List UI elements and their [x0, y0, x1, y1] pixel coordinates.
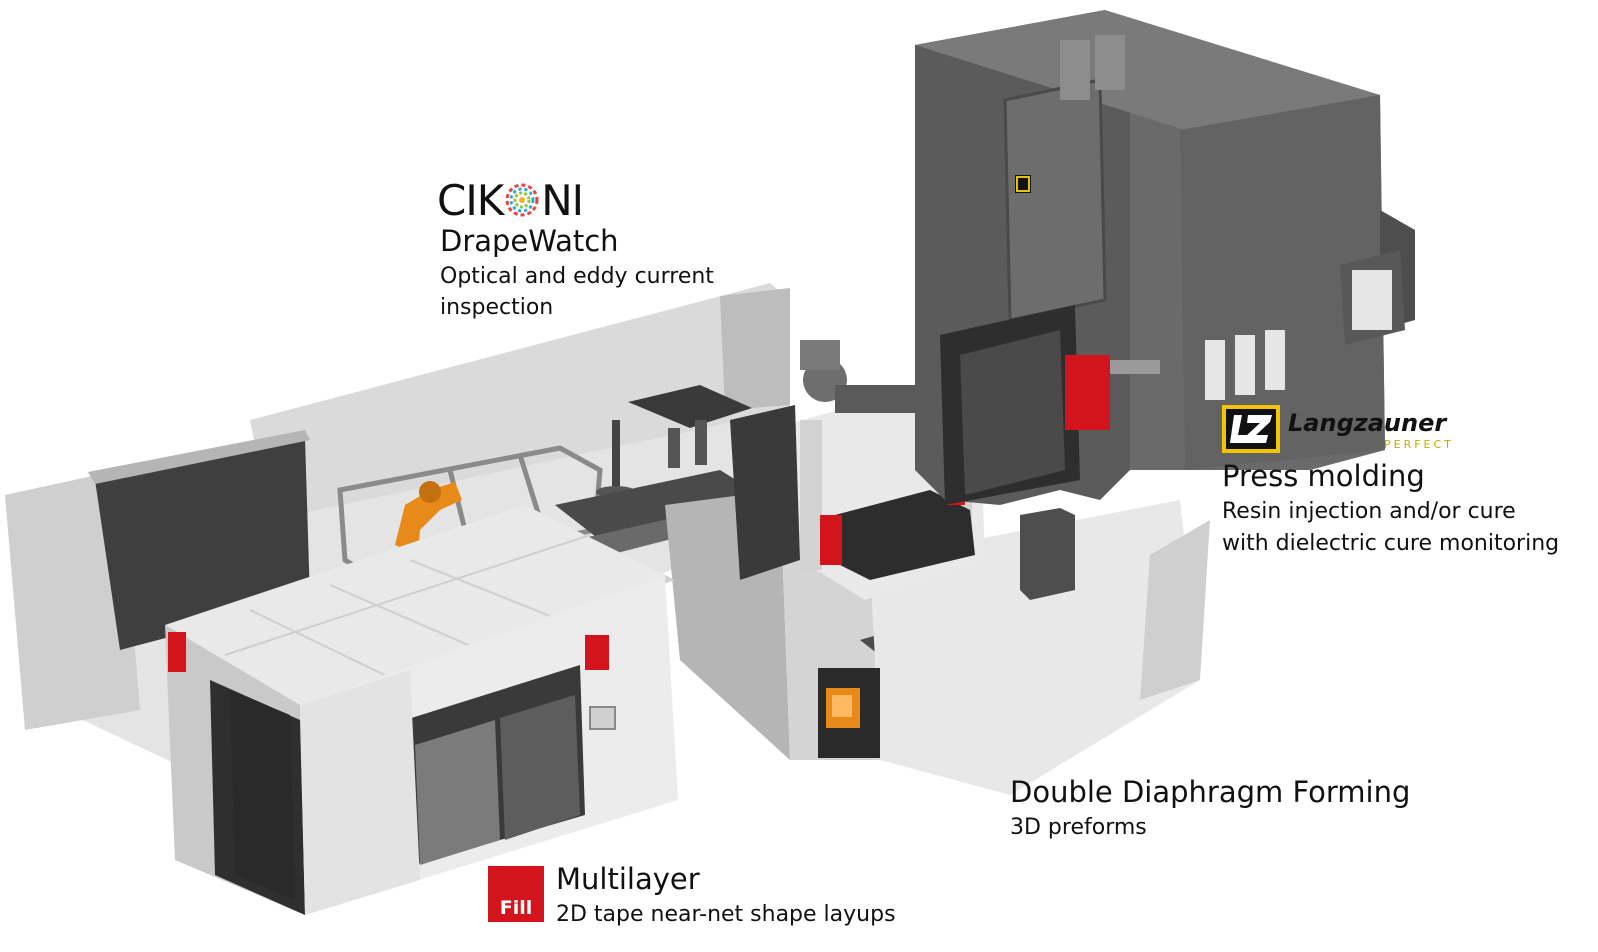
drapewatch-line-2: inspection	[440, 295, 554, 320]
multilayer-title: Multilayer	[556, 862, 700, 896]
press-machine-top	[915, 10, 1380, 130]
fill-logo-text: Fill	[499, 897, 533, 919]
back-wall-end	[720, 288, 790, 410]
langzauner-logo-tagline: PERFECT	[1384, 438, 1454, 451]
robot-arm	[395, 482, 462, 555]
press-molding-line-2: with dielectric cure monitoring	[1222, 531, 1560, 556]
langzauner-logo: Langzauner PERFECT	[1222, 405, 1472, 455]
multilayer-line-1: 2D tape near-net shape layups	[556, 902, 896, 927]
cikoni-logo: CIK NI	[437, 175, 584, 225]
fill-logo: Fill	[488, 866, 544, 922]
left-screen-frame	[88, 430, 310, 484]
cikoni-logo-text-right: NI	[541, 175, 584, 225]
press-molding-title: Press molding	[1222, 459, 1425, 493]
diaphragm-forming-title: Double Diaphragm Forming	[1010, 775, 1411, 809]
conveyor-track	[555, 470, 760, 540]
diaphragm-forming-line-1: 3D preforms	[1010, 815, 1147, 840]
drapewatch-title: DrapeWatch	[440, 224, 619, 258]
back-wall	[250, 283, 790, 520]
drapewatch-line-1: Optical and eddy current	[440, 264, 714, 289]
multilayer-machine-top	[165, 505, 665, 705]
langzauner-logo-name: Langzauner	[1288, 409, 1447, 437]
forming-mold	[835, 490, 975, 580]
waste-bin	[1020, 508, 1075, 600]
press-molding-line-1: Resin injection and/or cure	[1222, 499, 1516, 524]
right-wall	[1140, 520, 1210, 700]
langzauner-lz-mark-icon	[1222, 405, 1280, 453]
cikoni-logo-text-left: CIK	[437, 175, 504, 225]
inspection-table-top	[628, 385, 752, 428]
cikoni-ring-icon	[505, 183, 539, 217]
press-floor	[870, 500, 1200, 795]
